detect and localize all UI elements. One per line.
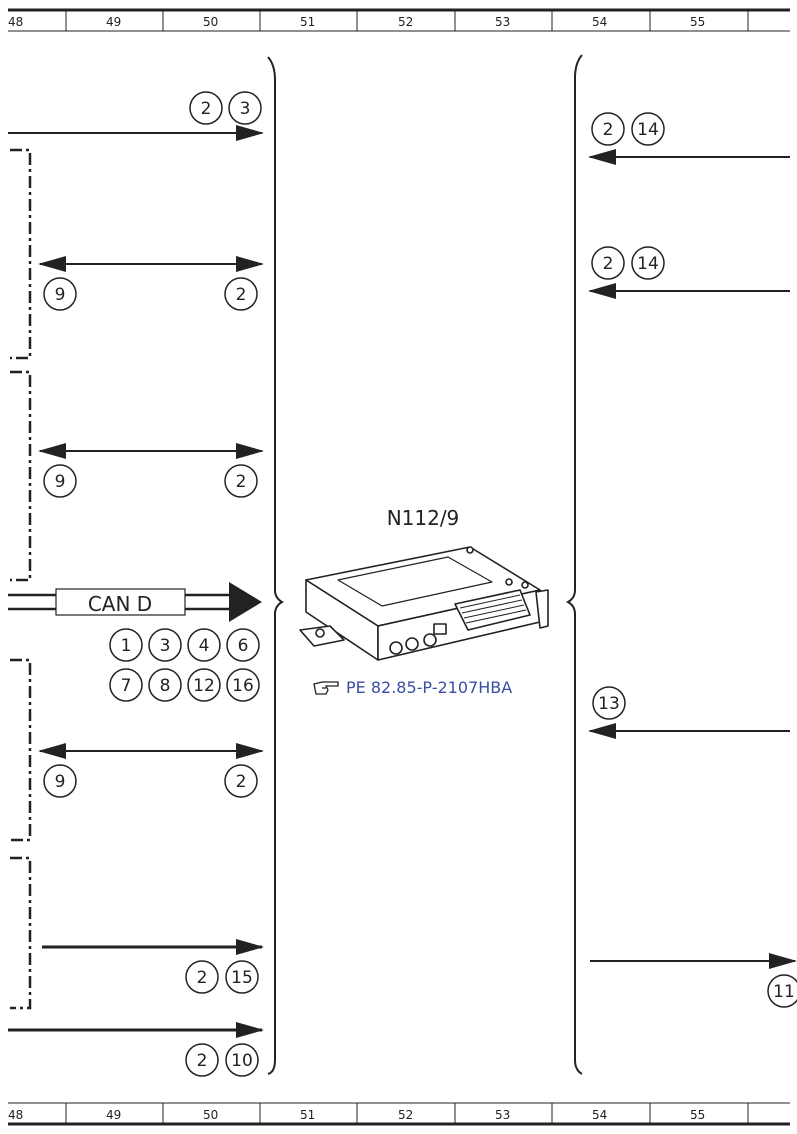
marker-number: 14 — [637, 254, 659, 274]
marker-number: 16 — [232, 676, 254, 696]
marker-number: 4 — [199, 636, 210, 656]
left-signal-markers-2: 9 2 — [43, 277, 258, 311]
marker-circle: 2 — [224, 277, 258, 311]
marker-circle: 2 — [185, 960, 219, 994]
left-signal-markers-5: 2 15 — [185, 960, 259, 994]
ruler-label-48: 48 — [8, 15, 23, 29]
marker-circle: 3 — [228, 91, 262, 125]
right-signal-markers-3: 13 — [592, 686, 626, 720]
marker-number: 11 — [773, 982, 795, 1002]
right-module-brace — [565, 54, 583, 1075]
ruler-label-53: 53 — [495, 1108, 510, 1122]
marker-circle: 14 — [631, 112, 665, 146]
marker-circle: 9 — [43, 277, 77, 311]
control-unit-illustration — [299, 546, 549, 661]
ruler-label-49: 49 — [106, 1108, 121, 1122]
marker-circle: 8 — [148, 668, 182, 702]
can-bus-label: CAN D — [88, 592, 152, 616]
marker-circle: 9 — [43, 464, 77, 498]
ruler-label-51: 51 — [300, 1108, 315, 1122]
bottom-ruler: 48 49 50 51 52 53 54 55 — [8, 1102, 790, 1126]
reference-link[interactable]: PE 82.85-P-2107HBA — [313, 678, 512, 697]
right-signal-markers-1: 2 14 — [591, 112, 665, 146]
marker-circle: 11 — [767, 974, 797, 1008]
left-module-brace — [267, 56, 285, 1075]
marker-circle: 13 — [592, 686, 626, 720]
marker-circle: 2 — [591, 246, 625, 280]
marker-number: 2 — [603, 120, 614, 140]
marker-circle: 12 — [187, 668, 221, 702]
marker-number: 2 — [236, 285, 247, 305]
pointing-hand-icon — [313, 681, 339, 695]
marker-circle: 16 — [226, 668, 260, 702]
marker-number: 2 — [201, 99, 212, 119]
ruler-label-55: 55 — [690, 1108, 705, 1122]
marker-circle: 14 — [631, 246, 665, 280]
marker-number: 3 — [160, 636, 171, 656]
right-signal-markers-4: 11 — [767, 974, 797, 1008]
left-signal-markers-1: 2 3 — [189, 91, 262, 125]
top-ruler: 48 49 50 51 52 53 54 55 — [8, 8, 790, 32]
reference-text[interactable]: PE 82.85-P-2107HBA — [346, 678, 512, 697]
ruler-label-48: 48 — [8, 1108, 23, 1122]
marker-circle: 2 — [224, 464, 258, 498]
marker-number: 2 — [236, 472, 247, 492]
ruler-label-51: 51 — [300, 15, 315, 29]
marker-circle: 2 — [185, 1043, 219, 1077]
marker-number: 10 — [231, 1051, 253, 1071]
module-name: N112/9 — [387, 506, 460, 530]
ruler-label-54: 54 — [592, 1108, 607, 1122]
marker-number: 2 — [197, 968, 208, 988]
marker-number: 1 — [121, 636, 132, 656]
marker-circle: 4 — [187, 628, 221, 662]
ruler-label-52: 52 — [398, 1108, 413, 1122]
marker-circle: 2 — [189, 91, 223, 125]
ruler-label-50: 50 — [203, 1108, 218, 1122]
marker-circle: 7 — [109, 668, 143, 702]
marker-circle: 2 — [591, 112, 625, 146]
marker-number: 14 — [637, 120, 659, 140]
marker-number: 15 — [231, 968, 253, 988]
ruler-label-53: 53 — [495, 15, 510, 29]
marker-number: 13 — [598, 694, 620, 714]
marker-number: 12 — [193, 676, 215, 696]
marker-number: 9 — [55, 472, 66, 492]
right-signal-markers-2: 2 14 — [591, 246, 665, 280]
marker-circle: 9 — [43, 764, 77, 798]
left-signal-markers-3: 9 2 — [43, 464, 258, 498]
ruler-label-55: 55 — [690, 15, 705, 29]
ruler-label-50: 50 — [203, 15, 218, 29]
marker-circle: 6 — [226, 628, 260, 662]
left-signal-markers-6: 2 10 — [185, 1043, 259, 1077]
marker-circle: 1 — [109, 628, 143, 662]
marker-number: 2 — [603, 254, 614, 274]
marker-circle: 2 — [224, 764, 258, 798]
left-connector-brackets — [10, 148, 32, 1010]
ruler-label-49: 49 — [106, 15, 121, 29]
can-bus: CAN D — [8, 582, 262, 622]
ruler-label-54: 54 — [592, 15, 607, 29]
marker-number: 9 — [55, 285, 66, 305]
marker-circle: 3 — [148, 628, 182, 662]
marker-number: 2 — [197, 1051, 208, 1071]
marker-circle: 15 — [225, 960, 259, 994]
marker-number: 8 — [160, 676, 171, 696]
marker-number: 2 — [236, 772, 247, 792]
left-signal-markers-4: 9 2 — [43, 764, 258, 798]
can-bus-markers: 1 3 4 6 7 8 12 16 — [109, 628, 260, 702]
marker-number: 9 — [55, 772, 66, 792]
marker-circle: 10 — [225, 1043, 259, 1077]
marker-number: 3 — [240, 99, 251, 119]
marker-number: 6 — [238, 636, 249, 656]
marker-number: 7 — [121, 676, 132, 696]
ruler-label-52: 52 — [398, 15, 413, 29]
